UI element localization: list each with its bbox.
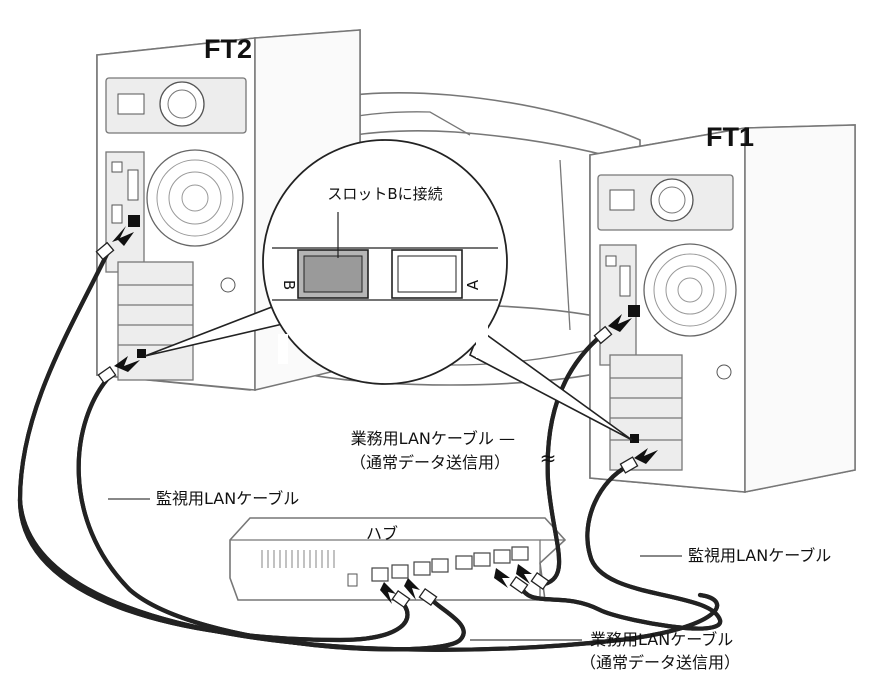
business-cable-label-top-line2: （通常データ送信用）: [350, 453, 510, 472]
rj45-plug-icon: [619, 456, 639, 474]
hub-port-3: [413, 561, 431, 576]
hub: ハブ: [229, 517, 567, 601]
hub-port-2: [391, 564, 409, 579]
case-fan-icon-ft2: [146, 149, 244, 247]
slot-b-label: B: [280, 280, 298, 290]
business-cable-label-top-line1: 業務用LANケーブル —: [351, 429, 515, 448]
psu-fan-icon-ft1: [650, 178, 694, 222]
hub-port-6: [473, 552, 491, 567]
arrow-icon: [494, 568, 510, 588]
arrow-icon: [380, 582, 396, 604]
arrow-icon: [112, 226, 134, 246]
power-socket-ft1: [609, 189, 635, 211]
business-cable-label-bottom-line1: 業務用LANケーブル: [590, 630, 733, 649]
rj45-plug-icon: [530, 571, 550, 591]
lock-icon-ft2: [220, 277, 236, 293]
arrow-icon: [404, 578, 420, 600]
monitor-cable-label-left: 監視用LANケーブル: [156, 489, 299, 508]
pci-slots-ft2: [117, 261, 194, 381]
rj45-plug-icon: [95, 241, 115, 261]
case-fan-icon-ft1: [643, 243, 737, 337]
callout-title: スロットBに接続: [327, 185, 442, 203]
slot-a-port: [391, 249, 463, 299]
hub-port-7: [493, 549, 511, 564]
arrow-icon: [634, 448, 658, 464]
hub-label: ハブ: [366, 524, 398, 543]
slot-b-lan-port-ft2: [137, 349, 146, 358]
approx-symbol: ≈: [540, 446, 557, 470]
arrow-icon: [114, 356, 140, 372]
business-cable-label-bottom-line2: （通常データ送信用）: [580, 653, 740, 672]
hub-port-5: [455, 555, 473, 570]
rj45-plug-icon: [391, 589, 411, 609]
onboard-lan-port-ft1: [628, 305, 640, 317]
leader-lines: [108, 498, 682, 641]
server-label-ft1: FT1: [706, 122, 754, 152]
psu-fan-icon: [159, 81, 205, 127]
server-ft1: FT1: [589, 122, 856, 493]
server-label-ft2: FT2: [204, 34, 252, 64]
hub-port-4: [431, 558, 449, 573]
onboard-lan-port-ft2: [128, 215, 140, 227]
rj45-plug-icon: [97, 365, 117, 385]
slot-b-lan-port-ft1: [630, 434, 639, 443]
callout-bubble: スロットBに接続 B A: [144, 139, 633, 441]
arrow-icon: [516, 564, 532, 584]
connectors: [95, 241, 639, 609]
hub-port-8: [511, 546, 529, 561]
lock-icon-ft1: [716, 364, 732, 380]
slot-a-label: A: [464, 279, 482, 290]
monitor-cable-label-right: 監視用LANケーブル: [688, 546, 831, 565]
cables: [17, 249, 720, 650]
power-socket-ft2: [117, 93, 145, 115]
arrows: [112, 226, 658, 604]
hub-port-1: [371, 567, 389, 582]
rj45-plug-icon: [418, 587, 438, 607]
rj45-plug-icon: [509, 575, 529, 595]
pci-slots-ft1: [609, 354, 683, 471]
arrow-icon: [608, 314, 632, 332]
rj45-plug-icon: [593, 325, 613, 345]
